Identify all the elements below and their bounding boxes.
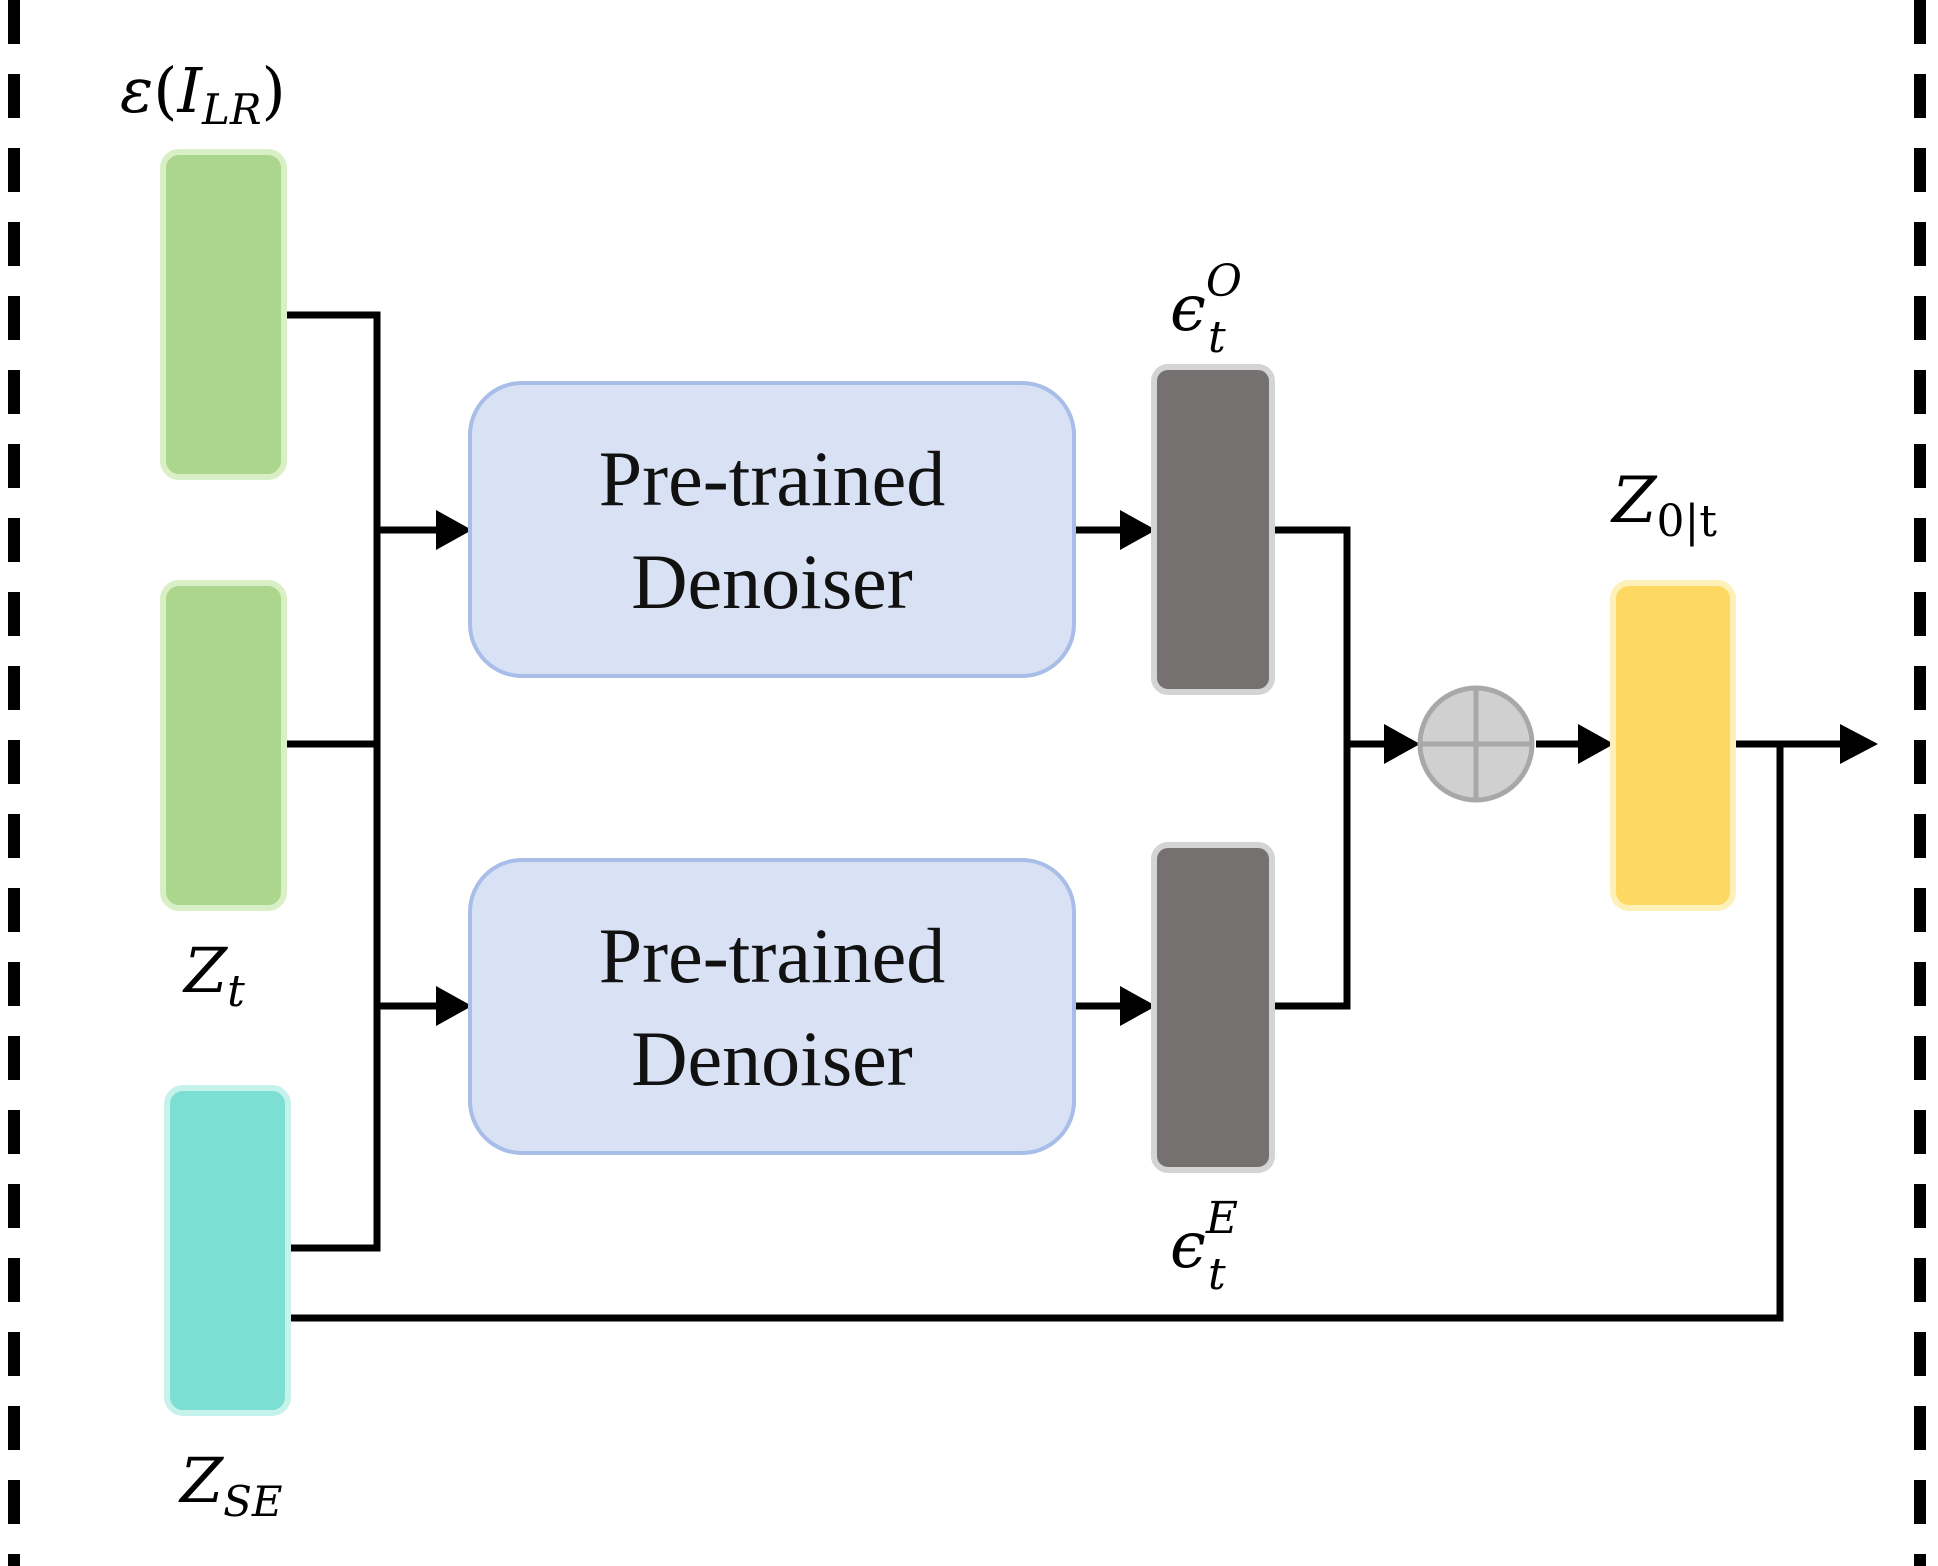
noise-top-base: ϵ (1170, 272, 1206, 346)
enc-lr-base: I (176, 54, 203, 127)
enc-lr-paren-open: ( (153, 54, 177, 127)
denoiser-bottom-line2: Denoiser (631, 1015, 913, 1102)
enc-lr-connector (284, 311, 381, 1252)
denoiser-top: Pre-trained Denoiser (468, 381, 1076, 678)
noise-bottom-sup: E (1205, 1193, 1238, 1244)
zt-sub: t (227, 966, 245, 1017)
zse-sub: SE (223, 1477, 282, 1526)
arrow-to-noise-bottom (1120, 986, 1156, 1026)
enc-lr-paren-close: ) (262, 54, 286, 127)
arrow-to-noise-top (1120, 510, 1156, 550)
arrow-to-sum (1384, 724, 1420, 764)
noise-top-block (1151, 364, 1275, 695)
noise-bottom-base: ϵ (1170, 1209, 1206, 1283)
noise-bottom-sub: t (1208, 1249, 1226, 1300)
zse-block (164, 1085, 291, 1416)
arrow-to-denoiser-bottom (436, 986, 472, 1026)
arrow-to-denoiser-top (436, 510, 472, 550)
sum-node (1417, 685, 1535, 803)
denoiser-bottom-box (468, 858, 1076, 1155)
zt-block (160, 580, 287, 911)
enc-lr-label: ε(ILR) (120, 54, 286, 134)
noise-top-connector (1270, 526, 1351, 1010)
result-block (1610, 580, 1736, 911)
zse-base: Z (178, 1444, 224, 1517)
connectors (284, 311, 1840, 1322)
skip-connection (284, 744, 1784, 1322)
arrowheads (436, 510, 1878, 1026)
result-label: Z0|t (1610, 464, 1717, 547)
zt-base: Z (182, 934, 228, 1007)
noise-top-sup: O (1206, 256, 1242, 307)
noise-bottom-block (1151, 842, 1275, 1173)
denoiser-top-line2: Denoiser (631, 538, 913, 625)
arrow-output (1840, 724, 1878, 764)
denoiser-top-box (468, 381, 1076, 678)
enc-lr-symbol: ε (120, 54, 153, 127)
enc-lr-block (160, 149, 287, 480)
denoiser-top-line1: Pre-trained (599, 435, 946, 522)
zt-label: Zt (182, 934, 245, 1017)
noise-top-sub: t (1208, 312, 1226, 363)
zse-label: ZSE (178, 1444, 283, 1526)
denoiser-bottom: Pre-trained Denoiser (468, 858, 1076, 1155)
enc-lr-sub: LR (201, 85, 262, 134)
arrow-to-result (1578, 724, 1614, 764)
result-base: Z (1610, 464, 1658, 538)
result-sub: 0|t (1656, 496, 1717, 547)
denoiser-bottom-line1: Pre-trained (599, 912, 946, 999)
